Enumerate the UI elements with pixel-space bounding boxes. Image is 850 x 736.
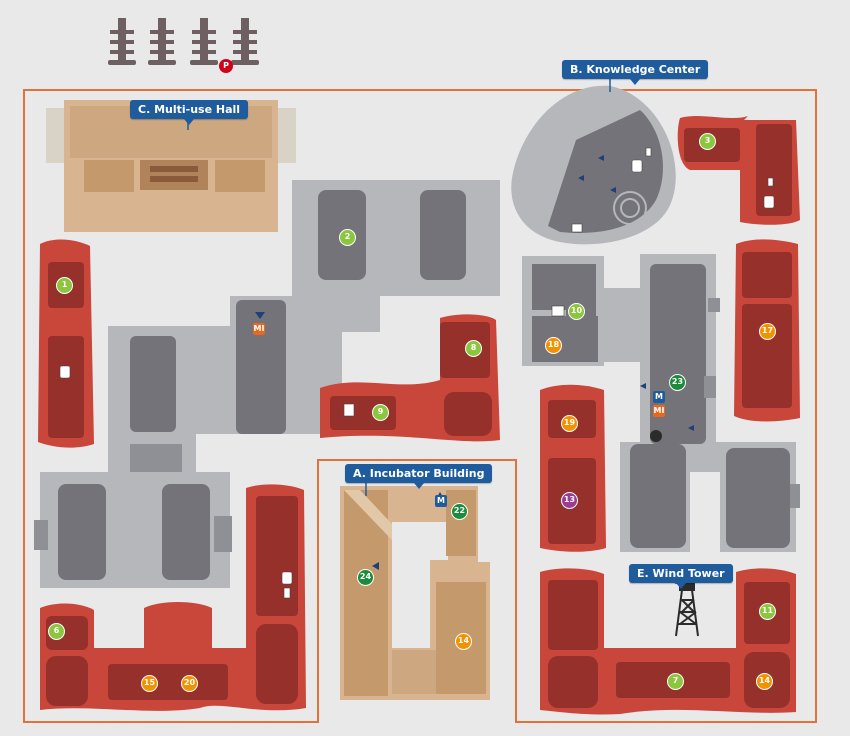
parking-icon: P xyxy=(219,59,233,73)
m-symbol: M xyxy=(435,495,447,507)
mi-symbol: MI xyxy=(253,323,265,335)
room-badge[interactable]: 22 xyxy=(451,503,468,520)
room-badge[interactable]: 13 xyxy=(561,492,578,509)
room-badge[interactable]: 24 xyxy=(357,569,374,586)
room-badge[interactable]: 6 xyxy=(48,623,65,640)
room-badge[interactable]: 1 xyxy=(56,277,73,294)
room-badge[interactable]: 7 xyxy=(667,673,684,690)
room-badge[interactable]: 19 xyxy=(561,415,578,432)
accessibility-icon xyxy=(650,430,662,442)
room-badge[interactable]: 20 xyxy=(181,675,198,692)
parking-posts xyxy=(108,18,259,65)
room-badge[interactable]: 9 xyxy=(372,404,389,421)
label-wind-tower[interactable]: E. Wind Tower xyxy=(629,564,733,589)
room-badge[interactable]: 8 xyxy=(465,340,482,357)
knowledge-center-building xyxy=(511,85,676,245)
room-badge[interactable]: 17 xyxy=(759,323,776,340)
room-badge[interactable]: 14 xyxy=(455,633,472,650)
room-badge[interactable]: 3 xyxy=(699,133,716,150)
m-symbol: M xyxy=(653,391,665,403)
incubator-building xyxy=(340,486,490,700)
room-badge[interactable]: 10 xyxy=(568,303,585,320)
label-incubator-building[interactable]: A. Incubator Building xyxy=(345,464,493,489)
mi-symbol: MI xyxy=(653,405,665,417)
label-knowledge-center[interactable]: B. Knowledge Center xyxy=(562,60,709,85)
room-badge[interactable]: 11 xyxy=(759,603,776,620)
room-badge[interactable]: 23 xyxy=(669,374,686,391)
room-badge[interactable]: 18 xyxy=(545,337,562,354)
site-boundary xyxy=(23,89,817,723)
room-badge[interactable]: 2 xyxy=(339,229,356,246)
room-badge[interactable]: 14 xyxy=(756,673,773,690)
restroom-icons xyxy=(59,147,775,599)
label-multi-use-hall[interactable]: C. Multi-use Hall xyxy=(130,100,249,125)
entrance-markers xyxy=(255,155,694,570)
room-badge[interactable]: 15 xyxy=(141,675,158,692)
multi-use-hall-building xyxy=(46,100,296,232)
